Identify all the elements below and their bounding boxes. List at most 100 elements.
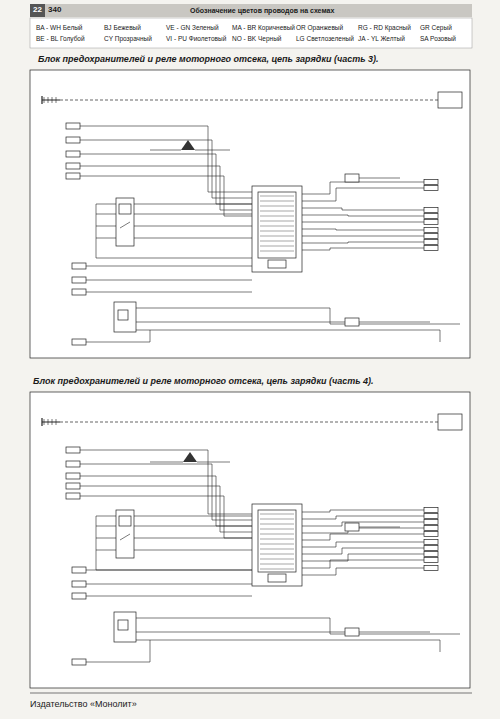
wire (136, 308, 460, 324)
wire (302, 522, 424, 526)
terminal-box (424, 514, 438, 519)
connector-box (438, 414, 462, 430)
wire (302, 516, 424, 519)
fuse-panel (258, 510, 296, 572)
legend-entry: VE - GN Зеленый (166, 25, 219, 32)
legend-entry: OR Оранжевый (296, 25, 343, 32)
fuse-row (260, 554, 294, 555)
terminal-box (66, 493, 80, 499)
page-number: 22 (33, 6, 42, 14)
wire (96, 526, 116, 527)
connector-symbol (42, 100, 60, 101)
relay-coil (118, 310, 128, 320)
wire (302, 568, 424, 575)
wire (302, 229, 424, 230)
wire (302, 248, 424, 250)
terminal-box (72, 659, 86, 665)
terminal-box (424, 186, 438, 191)
legend-entry: MA - BR Коричневый (232, 25, 295, 32)
wire (302, 208, 424, 210)
terminal-box (424, 234, 438, 239)
terminal-box (424, 214, 438, 219)
harness-line (60, 100, 438, 101)
wire (136, 632, 345, 633)
fuse-row (260, 569, 294, 570)
wire (136, 640, 440, 652)
wire (134, 526, 252, 527)
fuse-row (260, 201, 294, 202)
wire (80, 476, 252, 526)
wire (80, 486, 252, 532)
wire (302, 242, 424, 243)
wire (86, 330, 150, 342)
terminal-box (72, 567, 86, 573)
connector-pin (44, 97, 45, 103)
fuse-symbol (345, 318, 359, 326)
relay-box (114, 612, 136, 642)
wire (134, 550, 252, 551)
connector-box (438, 92, 462, 108)
terminal-box (72, 277, 86, 283)
header-title: Обозначение цветов проводов на схемах (190, 7, 334, 14)
terminal-box (424, 520, 438, 525)
wire (359, 322, 430, 323)
terminal-box (424, 526, 438, 531)
footer-rule (30, 693, 472, 694)
wire (86, 266, 252, 267)
wire (80, 154, 252, 204)
fuse-row (260, 221, 294, 222)
wire (96, 214, 116, 215)
wire (150, 150, 181, 151)
legend-entry: GR Серый (420, 25, 452, 32)
legend-entry: NO - BK Черный (232, 36, 281, 43)
wire (134, 204, 252, 205)
terminal-box (72, 263, 86, 269)
relay-box (114, 302, 136, 332)
fuse-row (260, 246, 294, 247)
harness-line (60, 422, 438, 423)
terminal-box (424, 566, 438, 571)
wire (96, 226, 116, 227)
diagram-frame (30, 392, 470, 688)
wire (150, 462, 183, 463)
terminal-box (424, 552, 438, 557)
fuse-row (260, 206, 294, 207)
wire (359, 632, 430, 633)
wire (80, 496, 252, 538)
wire (302, 510, 424, 512)
wire (134, 516, 252, 517)
legend-entry: BE - BL Голубой (36, 36, 85, 43)
section-title: Блок предохранителей и реле моторного от… (38, 55, 379, 64)
terminal-box (424, 228, 438, 233)
ground-symbol (183, 452, 197, 462)
relay-box (116, 510, 134, 558)
fuse-row (260, 241, 294, 242)
relay-box (116, 198, 134, 246)
wire (86, 292, 252, 293)
wire (302, 528, 424, 533)
terminal-box (66, 163, 80, 169)
ground-symbol (181, 140, 195, 150)
relay-coil (119, 516, 131, 526)
wire (96, 516, 116, 517)
fuse-row (260, 519, 294, 520)
fuse-row (260, 544, 294, 545)
relay-coil (119, 204, 131, 214)
wire (195, 150, 230, 151)
legend-entry: JA - YL Желтый (358, 36, 405, 43)
wire (136, 322, 345, 323)
wire (86, 570, 252, 571)
terminal-box (424, 208, 438, 213)
wire (302, 222, 424, 223)
fuse-symbol (345, 174, 359, 182)
wire (134, 538, 252, 539)
wire (302, 560, 424, 568)
legend-entry: VI - PU Фиолетовый (166, 36, 226, 43)
connector-pin (52, 419, 53, 425)
wire (80, 176, 252, 216)
connector-box (268, 260, 286, 268)
connector-pin (48, 97, 49, 103)
page-number: 340 (48, 6, 61, 14)
terminal-box (72, 593, 86, 599)
wire (302, 534, 424, 540)
